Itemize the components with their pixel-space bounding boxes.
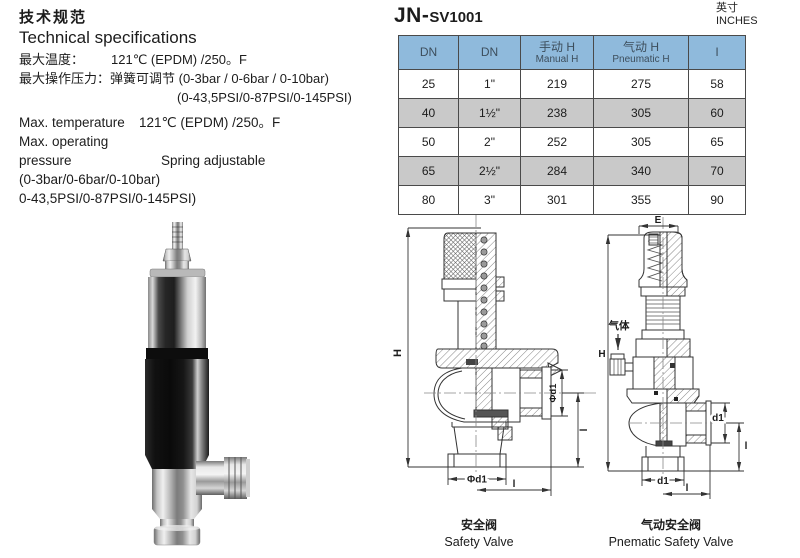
dim-label-bottom-dia: Φd1 bbox=[467, 475, 487, 486]
dim-label-bottom-len2: l bbox=[686, 483, 689, 494]
max-pressure-label-zh: 最大操作压力： bbox=[19, 71, 111, 86]
table-cell-pneumatic_h: 305 bbox=[593, 98, 689, 128]
pneumatic-caption-en: Pnematic Safety Valve bbox=[608, 535, 734, 549]
dim-label-bottom-dia2: d1 bbox=[657, 476, 669, 487]
page-title-zh: 技术规范 bbox=[19, 9, 88, 26]
table-cell-pneumatic_h: 305 bbox=[593, 127, 689, 157]
units-label: 英寸 INCHES bbox=[716, 2, 758, 28]
manual-drawing-dim-labels: H Φd1 l Φd1 l bbox=[392, 349, 590, 490]
dim-label-outlet-dia2: d1 bbox=[712, 413, 724, 424]
dim-label-bottom-len: l bbox=[513, 479, 516, 490]
spec-line-max-pressure-zh: 最大操作压力：弹簧可调节 (0-3bar / 0-6bar / 0-10bar) bbox=[19, 69, 352, 88]
max-pressure-psi-zh: (0-43,5PSI/0-87PSI/0-145PSI) bbox=[177, 90, 352, 105]
table-cell-manual_h: 219 bbox=[520, 69, 594, 99]
table-cell-manual_h: 238 bbox=[520, 98, 594, 128]
model-prefix: JN- bbox=[394, 4, 430, 27]
table-cell-i: 60 bbox=[688, 98, 746, 128]
spec-line-max-temp-zh: 最大温度： 121℃ (EPDM) /250。F bbox=[19, 50, 352, 69]
max-temp-value-zh: 121℃ (EPDM) /250。F bbox=[111, 52, 247, 67]
col-header-dn2: DN bbox=[458, 35, 521, 70]
manual-drawing-geometry bbox=[405, 215, 596, 496]
max-temp-label-en: Max. temperature bbox=[19, 115, 125, 130]
manual-valve-drawing: H Φd1 l Φd1 l bbox=[392, 215, 596, 496]
dim-label-outlet-dia: Φd1 bbox=[548, 383, 559, 403]
model-code: SV1001 bbox=[429, 9, 483, 26]
table-cell-i: 70 bbox=[688, 156, 746, 186]
valve-photo bbox=[145, 222, 250, 546]
gas-label: 气体 bbox=[608, 319, 630, 332]
col-header-i: I bbox=[688, 35, 746, 70]
dim-label-e: E bbox=[655, 215, 662, 226]
pneumatic-caption-zh: 气动安全阀 bbox=[640, 518, 701, 532]
max-temp-value-en: 121℃ (EPDM) /250。F bbox=[139, 115, 281, 130]
units-en: INCHES bbox=[716, 15, 758, 27]
spec-line-max-temp-en: Max. temperature 121℃ (EPDM) /250。F bbox=[19, 113, 280, 132]
dim-label-h2: H bbox=[598, 349, 605, 360]
table-cell-manual_h: 301 bbox=[520, 185, 594, 215]
pneumatic-valve-caption: 气动安全阀 Pnematic Safety Valve bbox=[592, 516, 750, 549]
table-cell-size: 2½" bbox=[458, 156, 521, 186]
table-cell-dn: 65 bbox=[398, 156, 459, 186]
pneumatic-drawing-dim-labels: E H 气体 d1 l d1 l bbox=[598, 215, 747, 494]
page-title-en: Technical specifications bbox=[19, 28, 197, 47]
col-header-dn1: DN bbox=[398, 35, 459, 70]
dim-label-outlet-len2: l bbox=[745, 441, 748, 452]
max-temp-label-zh: 最大温度： bbox=[19, 52, 85, 67]
manual-valve-caption: 安全阀 Safety Valve bbox=[390, 516, 568, 549]
table-cell-dn: 25 bbox=[398, 69, 459, 99]
table-cell-i: 65 bbox=[688, 127, 746, 157]
pressure-psi-line: 0-43,5PSI/0-87PSI/0-145PSI) bbox=[19, 191, 197, 206]
table-cell-size: 1" bbox=[458, 69, 521, 99]
table-cell-i: 90 bbox=[688, 185, 746, 215]
specs-en-block: Max. temperature 121℃ (EPDM) /250。F Max. … bbox=[19, 113, 280, 208]
pressure-bar-line: (0-3bar/0-6bar/0-10bar) bbox=[19, 172, 161, 187]
dim-label-h: H bbox=[392, 349, 404, 357]
table-cell-manual_h: 252 bbox=[520, 127, 594, 157]
manual-caption-zh: 安全阀 bbox=[460, 518, 497, 532]
manual-caption-en: Safety Valve bbox=[444, 535, 514, 549]
specs-zh-block: 最大温度： 121℃ (EPDM) /250。F 最大操作压力：弹簧可调节 (0-… bbox=[19, 50, 352, 107]
table-cell-manual_h: 284 bbox=[520, 156, 594, 186]
dim-label-outlet-len: l bbox=[579, 428, 590, 431]
title-block: 技术规范 Technical specifications bbox=[19, 6, 197, 48]
max-pressure-value-en: Spring adjustable bbox=[161, 153, 266, 168]
table-cell-pneumatic_h: 340 bbox=[593, 156, 689, 186]
table-cell-size: 1½" bbox=[458, 98, 521, 128]
table-cell-pneumatic_h: 275 bbox=[593, 69, 689, 99]
table-cell-dn: 80 bbox=[398, 185, 459, 215]
model-heading: JN-SV1001 bbox=[394, 4, 483, 28]
table-cell-dn: 50 bbox=[398, 127, 459, 157]
table-cell-size: 3" bbox=[458, 185, 521, 215]
max-pressure-value-zh: 弹簧可调节 (0-3bar / 0-6bar / 0-10bar) bbox=[110, 71, 329, 86]
max-pressure-label-en: Max. operating pressure bbox=[19, 134, 109, 168]
valve-photo-shapes bbox=[145, 222, 250, 546]
units-zh: 英寸 bbox=[716, 2, 738, 14]
pneumatic-drawing-geometry bbox=[605, 217, 744, 499]
table-cell-size: 2" bbox=[458, 127, 521, 157]
table-cell-pneumatic_h: 355 bbox=[593, 185, 689, 215]
pneumatic-valve-drawing: E H 气体 d1 l d1 l bbox=[598, 215, 748, 499]
table-cell-i: 58 bbox=[688, 69, 746, 99]
table-cell-dn: 40 bbox=[398, 98, 459, 128]
